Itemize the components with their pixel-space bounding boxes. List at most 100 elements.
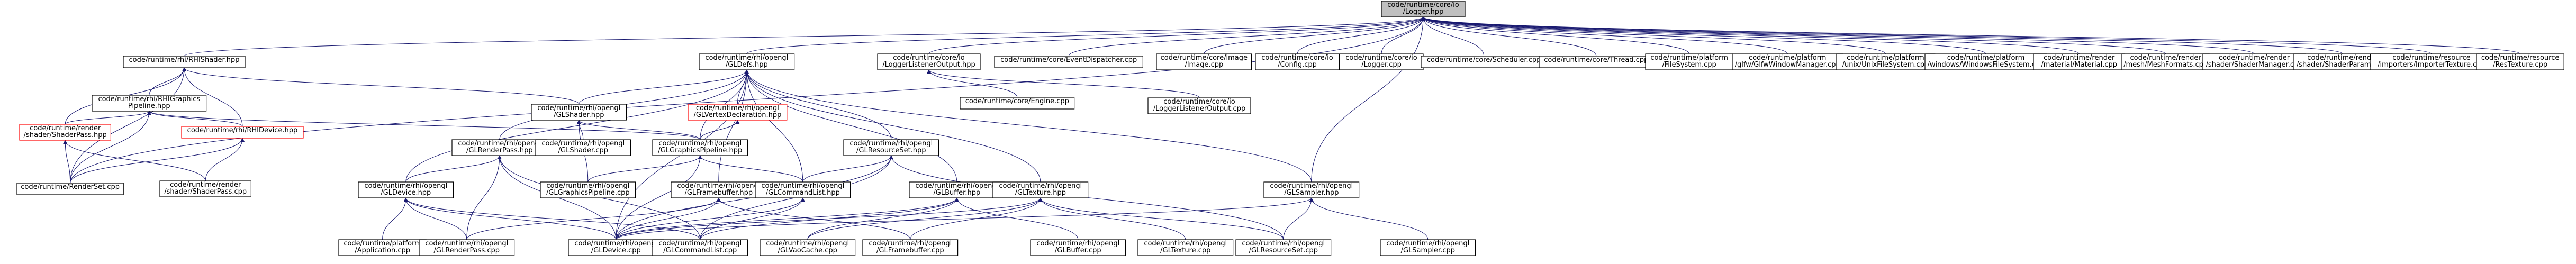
node-label-line: /GLCommandList.hpp	[766, 189, 840, 197]
edge-renderset-cpp-to-rhi-device	[70, 138, 245, 184]
graph-node-glbuffer-cpp[interactable]: code/runtime/rhi/opengl/GLBuffer.cpp	[1030, 239, 1126, 256]
node-label-line: code/runtime/core/Scheduler.cpp	[1427, 56, 1541, 64]
graph-node-application-cpp[interactable]: code/runtime/platform/Application.cpp	[338, 239, 427, 256]
node-label-line: code/runtime/rhi/opengl	[537, 104, 620, 112]
graph-node-meshformats-cpp[interactable]: code/runtime/render/mesh/MeshFormats.cpp	[2121, 53, 2210, 70]
edge-gldevice-cpp-to-glgp-hpp	[616, 155, 702, 240]
node-label-line: code/runtime/rhi/opengl	[705, 54, 788, 62]
graph-node-glsampler-cpp[interactable]: code/runtime/rhi/opengl/GLSampler.cpp	[1380, 239, 1476, 256]
edge-gldefs-to-root	[746, 16, 1425, 54]
graph-node-rhi-shader[interactable]: code/runtime/rhi/RHIShader.hpp	[123, 56, 246, 68]
graph-node-unixfs-cpp[interactable]: code/runtime/platform/unix/UnixFileSyste…	[1836, 53, 1936, 70]
edge-image-cpp-to-root	[1204, 16, 1425, 54]
edge-glframebuffer-hpp-to-gldefs	[718, 69, 749, 183]
node-label-line: /GLShader.cpp	[558, 147, 608, 154]
graph-node-material-cpp[interactable]: code/runtime/render/material/Material.cp…	[2033, 53, 2125, 70]
graph-node-glresourceset-hpp[interactable]: code/runtime/rhi/opengl/GLResourceSet.hp…	[843, 139, 939, 156]
graph-node-glcmdlist-cpp[interactable]: code/runtime/rhi/opengl/GLCommandList.cp…	[652, 239, 748, 256]
graph-node-glshader-hpp[interactable]: code/runtime/rhi/opengl/GLShader.hpp	[531, 104, 627, 121]
node-label-line: /importers/ImporterTexture.cpp	[2378, 61, 2485, 69]
graph-node-gltexture-hpp[interactable]: code/runtime/rhi/opengl/GLTexture.hpp	[992, 181, 1089, 198]
graph-node-glcmdlist-hpp[interactable]: code/runtime/rhi/opengl/GLCommandList.hp…	[755, 181, 851, 198]
edge-thread-cpp-to-root	[1421, 16, 1597, 57]
node-label-line: code/runtime/rhi/opengl	[1144, 240, 1227, 248]
graph-node-glrenderpass-hpp[interactable]: code/runtime/rhi/opengl/GLRenderPass.hpp	[451, 139, 548, 156]
node-box	[2121, 53, 2210, 70]
graph-node-thread-cpp[interactable]: code/runtime/core/Thread.cpp	[1539, 56, 1654, 68]
node-label-line: code/runtime/rhi/opengl	[1036, 240, 1119, 248]
graph-node-gldevice-cpp[interactable]: code/runtime/rhi/opengl/GLDevice.cpp	[568, 239, 664, 256]
edge-rhi-device-to-rhi-shader	[182, 67, 243, 127]
edge-glgp-hpp-to-rhi-gp	[147, 111, 701, 140]
node-box	[159, 180, 251, 197]
graph-node-shadermanager-cpp[interactable]: code/runtime/render/shader/ShaderManager…	[2202, 53, 2306, 70]
graph-node-glgp-hpp[interactable]: code/runtime/rhi/opengl/GLGraphicsPipeli…	[652, 139, 748, 156]
node-label-line: code/runtime/platform	[1847, 54, 1924, 62]
edge-glvaocache-cpp-to-gltexture-hpp	[807, 197, 1043, 240]
graph-node-gltexture-cpp[interactable]: code/runtime/rhi/opengl/GLTexture.cpp	[1137, 239, 1234, 256]
graph-node-gldevice-hpp[interactable]: code/runtime/rhi/opengl/GLDevice.hpp	[358, 181, 454, 198]
node-box	[1156, 53, 1252, 70]
node-label-line: code/runtime/render	[2307, 54, 2379, 62]
node-box	[760, 239, 856, 256]
graph-node-glrenderpass-cpp[interactable]: code/runtime/rhi/opengl/GLRenderPass.cpp	[419, 239, 515, 256]
graph-node-eventdispatcher[interactable]: code/runtime/core/EventDispatcher.cpp	[994, 56, 1143, 68]
graph-node-glsampler-hpp[interactable]: code/runtime/rhi/opengl/GLSampler.hpp	[1263, 181, 1360, 198]
graph-node-filesystem-cpp[interactable]: code/runtime/platform/FileSystem.cpp	[1645, 53, 1733, 70]
node-label-line: code/runtime/rhi/opengl	[696, 104, 779, 112]
node-box	[755, 181, 851, 198]
node-label-line: /GLRenderPass.hpp	[466, 147, 533, 154]
edge-eventdispatcher-to-root	[1068, 16, 1425, 57]
graph-node-rhi-device[interactable]: code/runtime/rhi/RHIDevice.hpp	[181, 126, 304, 139]
graph-node-renderset-cpp[interactable]: code/runtime/RenderSet.cpp	[16, 183, 124, 195]
graph-node-glvaocache-cpp[interactable]: code/runtime/rhi/opengl/GLVaoCache.cpp	[760, 239, 856, 256]
graph-node-logger-cpp[interactable]: code/runtime/core/io/Logger.cpp	[1339, 53, 1424, 70]
node-label-line: Pipeline.hpp	[128, 102, 170, 110]
edge-logger-cpp-to-root	[1381, 16, 1425, 54]
graph-node-root[interactable]: code/runtime/core/io/Logger.hpp	[1381, 1, 1466, 17]
edge-shaderpass-hpp-to-rhi-gp	[65, 111, 151, 125]
graph-node-gldefs[interactable]: code/runtime/rhi/opengl/GLDefs.hpp	[699, 53, 795, 70]
edge-glcmdlist-cpp-to-gldevice-hpp	[403, 197, 701, 240]
node-label-line: code/runtime/rhi/opengl	[458, 140, 541, 148]
graph-node-listener-cpp[interactable]: code/runtime/core/io/LoggerListenerOutpu…	[1147, 97, 1251, 114]
node-label-line: code/runtime/rhi/opengl	[849, 140, 933, 148]
graph-node-restexture-cpp[interactable]: code/runtime/resource/ResTexture.cpp	[2476, 53, 2564, 70]
graph-node-config-cpp[interactable]: code/runtime/core/io/Config.cpp	[1255, 53, 1340, 70]
graph-node-glframebuffer-hpp[interactable]: code/runtime/rhi/opengl/GLFramebuffer.hp…	[671, 181, 767, 198]
edge-glrenderpass-cpp-to-glrenderpass-hpp	[466, 155, 502, 240]
graph-node-glframebuffer-cpp[interactable]: code/runtime/rhi/opengl/GLFramebuffer.cp…	[862, 239, 959, 256]
graph-node-shaderpass-cpp[interactable]: code/runtime/render/shader/ShaderPass.cp…	[159, 180, 251, 197]
edge-winfs-cpp-to-root	[1421, 16, 1986, 54]
node-label-line: /glfw/GlfwWindowManager.cpp	[1735, 61, 1840, 69]
node-label-line: /GLDefs.hpp	[726, 61, 768, 69]
graph-node-glshader-cpp[interactable]: code/runtime/rhi/opengl/GLShader.cpp	[535, 139, 631, 156]
graph-node-scheduler-cpp[interactable]: code/runtime/core/Scheduler.cpp	[1421, 56, 1547, 68]
node-label-line: /GLFramebuffer.cpp	[876, 247, 944, 254]
node-label-line: code/runtime/rhi/RHIDevice.hpp	[187, 126, 298, 134]
graph-node-glvertexdecl-hpp[interactable]: code/runtime/rhi/opengl/GLVertexDeclarat…	[688, 104, 788, 121]
graph-node-winfs-cpp[interactable]: code/runtime/platform/windows/WindowsFil…	[1924, 53, 2047, 70]
graph-node-shaderpass-hpp[interactable]: code/runtime/render/shader/ShaderPass.hp…	[19, 124, 111, 141]
edge-config-cpp-to-root	[1297, 16, 1425, 54]
edge-gldevice-hpp-to-gldefs	[405, 69, 749, 183]
graph-node-glgp-cpp[interactable]: code/runtime/rhi/opengl/GLGraphicsPipeli…	[540, 181, 636, 198]
graph-node-image-cpp[interactable]: code/runtime/core/image/Image.cpp	[1156, 53, 1252, 70]
node-label-line: /GLGraphicsPipeline.hpp	[658, 147, 742, 154]
graph-node-glbuffer-hpp[interactable]: code/runtime/rhi/opengl/GLBuffer.hpp	[909, 181, 1005, 198]
graph-node-glfwwindow-cpp[interactable]: code/runtime/platform/glfw/GlfwWindowMan…	[1732, 53, 1843, 70]
node-label-line: /FileSystem.cpp	[1662, 61, 1716, 69]
node-label-line: code/runtime/rhi/opengl	[1386, 240, 1469, 248]
edge-glgp-hpp-to-glvertexdecl-hpp	[700, 120, 740, 140]
node-label-line: code/runtime/rhi/opengl	[541, 140, 625, 148]
node-label-line: /GLDevice.cpp	[591, 247, 641, 254]
graph-node-listener-hpp[interactable]: code/runtime/core/io/LoggerListenerOutpu…	[877, 53, 981, 70]
graph-node-engine-cpp[interactable]: code/runtime/core/Engine.cpp	[960, 97, 1075, 110]
graph-node-glresourceset-cpp[interactable]: code/runtime/rhi/opengl/GLResourceSet.cp…	[1235, 239, 1332, 256]
node-label-line: code/runtime/render	[2130, 54, 2201, 62]
node-box	[652, 139, 748, 156]
node-label-line: /shader/ShaderPass.hpp	[24, 131, 107, 139]
graph-node-importertexture-cpp[interactable]: code/runtime/resource/importers/Importer…	[2370, 53, 2493, 70]
node-label-line: code/runtime/rhi/opengl	[364, 182, 447, 190]
